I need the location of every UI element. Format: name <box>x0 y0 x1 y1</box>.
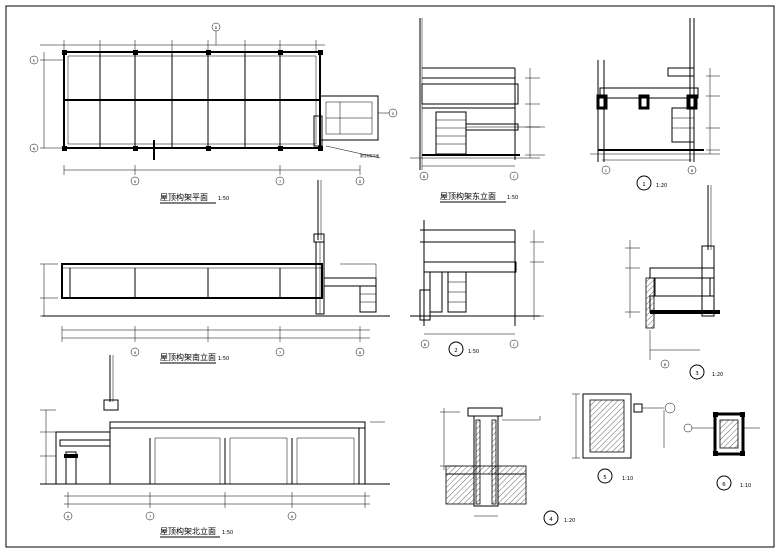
axis-label-8: 8 <box>67 515 69 519</box>
axis-bubble-8 <box>355 347 365 357</box>
plan-title: 屋顶构架平面 <box>160 192 208 202</box>
axis-label-8: 8 <box>359 351 361 355</box>
axis-bubble-8 <box>355 176 365 186</box>
section-2-scale: 1:50 <box>468 349 479 355</box>
axis-bubble-b <box>660 359 670 369</box>
axis-bubble-7 <box>275 347 285 357</box>
axis-label-b: B <box>33 147 35 151</box>
axis-label-8: 8 <box>359 180 361 184</box>
axis-label-7: 7 <box>279 180 281 184</box>
section-mark-2-label: 2 <box>454 348 458 354</box>
axis-bubble-b <box>687 165 697 175</box>
east-title: 屋顶构架东立面 <box>440 191 496 201</box>
detail-4-scale: 1:20 <box>564 518 575 524</box>
section-3: B 3 1:20 <box>625 185 723 380</box>
south-title: 屋顶构架南立面 <box>160 352 216 362</box>
section-mark-4 <box>543 510 559 526</box>
section-mark-5 <box>597 468 613 484</box>
axis-bubble-7 <box>275 176 285 186</box>
axis-bubble-e <box>29 55 39 65</box>
axis-bubble-b <box>29 143 39 153</box>
axis-label-c: C <box>513 175 516 179</box>
axis-bubble-6 <box>130 176 140 186</box>
svg-text:屋顶构架平面: 屋顶构架平面 <box>360 153 379 158</box>
axis-label-6: 6 <box>134 180 136 184</box>
axis-bubble-b <box>420 339 430 349</box>
section-mark-3-label: 3 <box>695 371 699 377</box>
section-mark-5-label: 5 <box>603 475 607 481</box>
axis-bubble-6 <box>130 347 140 357</box>
axis-label-7: 7 <box>149 515 151 519</box>
axis-label-6: 6 <box>134 351 136 355</box>
section-mark-3 <box>689 364 705 380</box>
axis-label-top: D <box>215 26 218 30</box>
detail-4: 4 1:20 <box>440 407 575 526</box>
axis-label-e: E <box>33 59 35 63</box>
section-1: C B 1 1:20 <box>590 18 720 191</box>
north-elevation: 8 7 6 屋顶构架北立面 1:50 <box>40 355 390 538</box>
axis-label-right: G <box>392 112 395 116</box>
axis-bubble-c <box>509 339 519 349</box>
roof-frame-plan: D 屋顶构架平面 G <box>29 22 398 204</box>
axis-label-b: B <box>423 175 425 179</box>
north-scale: 1:50 <box>222 530 233 536</box>
south-scale: 1:50 <box>218 356 229 362</box>
axis-label-6: 6 <box>291 515 293 519</box>
section-mark-6 <box>716 475 732 491</box>
axis-bubble-b <box>419 171 429 181</box>
axis-label-7: 7 <box>279 351 281 355</box>
section-2: B C 2 1:50 <box>410 220 544 357</box>
axis-label-c: C <box>605 169 608 173</box>
section-mark-1 <box>636 175 652 191</box>
section-3-scale: 1:20 <box>712 372 723 378</box>
section-mark-2 <box>448 341 464 357</box>
axis-bubble-c <box>601 165 611 175</box>
axis-label-b: B <box>664 363 666 367</box>
plan-scale: 1:50 <box>218 196 229 202</box>
axis-label-b: B <box>691 169 693 173</box>
detail-5-scale: 1:10 <box>622 476 633 482</box>
axis-bubble-6 <box>287 511 297 521</box>
axis-bubble-7 <box>145 511 155 521</box>
east-scale: 1:50 <box>507 195 518 201</box>
axis-bubble-8 <box>63 511 73 521</box>
detail-6-scale: 1:10 <box>740 483 751 489</box>
section-mark-1-label: 1 <box>642 182 646 188</box>
section-1-scale: 1:20 <box>656 183 667 189</box>
axis-label-c: C <box>513 343 516 347</box>
north-title: 屋顶构架北立面 <box>160 526 216 536</box>
sheet-border <box>5 5 775 548</box>
east-elevation: B C 屋顶构架东立面 1:50 <box>410 18 545 203</box>
axis-label-b: B <box>424 343 426 347</box>
section-mark-6-label: 6 <box>722 482 726 488</box>
detail-5: 5 1:10 <box>572 393 676 484</box>
south-elevation: 6 7 8 屋顶构架南立面 1:50 <box>40 180 390 364</box>
axis-bubble-c <box>509 171 519 181</box>
detail-6: 6 1:10 <box>683 412 760 491</box>
section-mark-4-label: 4 <box>549 517 553 523</box>
